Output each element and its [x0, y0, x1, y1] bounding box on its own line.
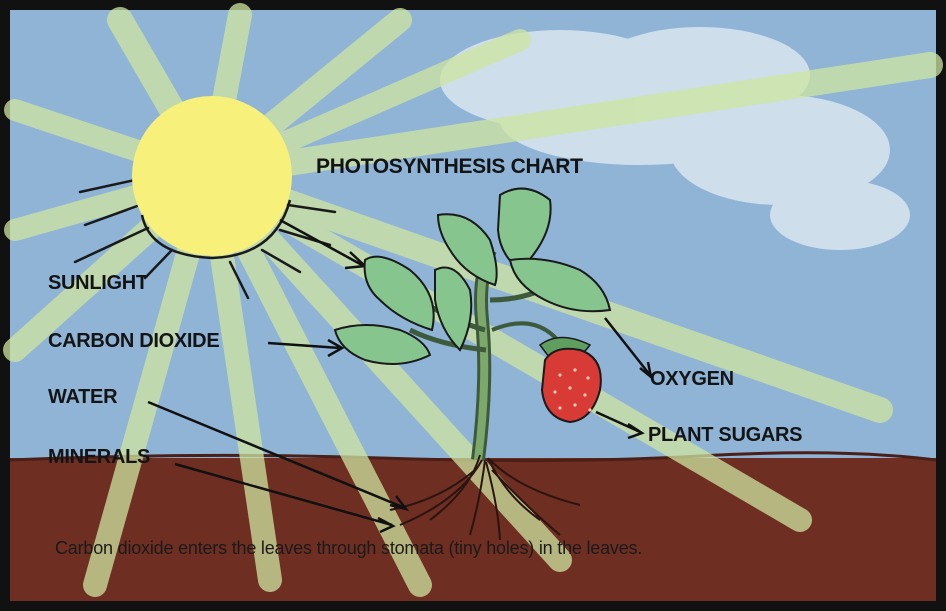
- label-water: WATER: [48, 386, 117, 409]
- caption: Carbon dioxide enters the leaves through…: [55, 538, 642, 559]
- label-oxygen: OXYGEN: [650, 368, 734, 391]
- page-title: PHOTOSYNTHESIS CHART: [316, 155, 583, 179]
- label-sunlight: SUNLIGHT: [48, 272, 148, 295]
- label-carbon-dioxide: CARBON DIOXIDE: [48, 330, 219, 353]
- label-minerals: MINERALS: [48, 446, 150, 469]
- label-plant-sugars: PLANT SUGARS: [648, 424, 802, 447]
